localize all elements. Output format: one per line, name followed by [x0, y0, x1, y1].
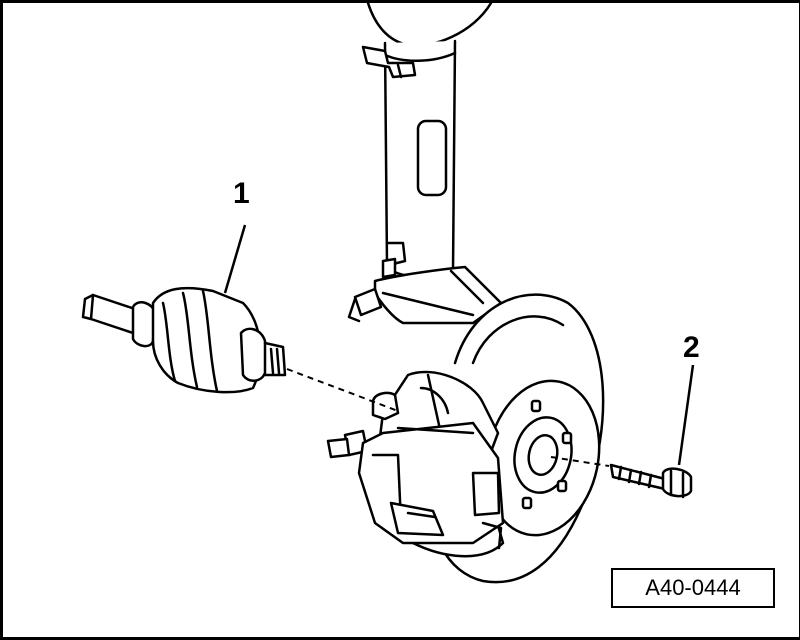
brake-caliper: [357, 421, 505, 550]
callout-number-1: 1: [233, 177, 250, 210]
exploded-view-drawing: [81, 3, 695, 584]
drive-shaft-alignment-line: [286, 368, 399, 412]
figure-reference-code: A40-0444: [611, 568, 775, 608]
suspension-strut: [347, 3, 503, 325]
callout-leader-2: [677, 364, 695, 466]
hex-bolt: [609, 463, 693, 499]
callout-leader-1: [223, 224, 247, 294]
callout-number-2: 2: [683, 331, 700, 364]
bolt-alignment-line: [550, 456, 610, 467]
drive-shaft: [81, 286, 287, 394]
